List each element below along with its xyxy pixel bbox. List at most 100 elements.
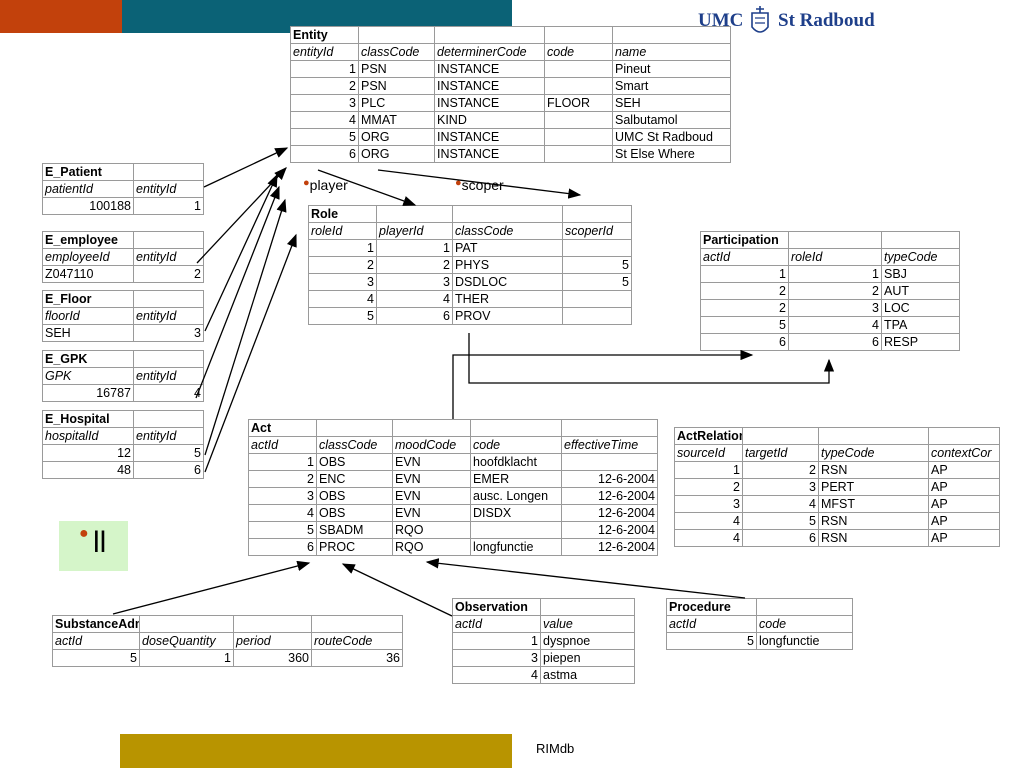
table-cell: INSTANCE <box>434 60 545 78</box>
column-header: entityId <box>133 180 204 198</box>
table-cell: 12-6-2004 <box>561 521 658 539</box>
arrow-sbadm-act <box>112 560 311 615</box>
column-header: code <box>470 436 562 454</box>
table-cell: 3 <box>133 324 204 342</box>
table-cell: THER <box>452 290 563 308</box>
column-header: patientId <box>42 180 134 198</box>
table-title-row: Procedure <box>666 598 853 616</box>
table-title: SubstanceAdministration <box>52 615 140 633</box>
table-cell: Salbutamol <box>612 111 731 129</box>
act-relationship-table: ActRelationschipsourceIdtargetIdtypeCode… <box>674 427 1000 547</box>
table-cell: Z047110 <box>42 265 134 283</box>
substance-administration-table: SubstanceAdministrationactIddoseQuantity… <box>52 615 403 667</box>
table-cell <box>562 307 632 325</box>
column-header: moodCode <box>392 436 471 454</box>
table-title: E_Floor <box>42 290 134 308</box>
table-cell: RESP <box>881 333 960 351</box>
table-cell: St Else Where <box>612 145 731 163</box>
table-cell: RSN <box>818 529 929 547</box>
table-cell: 12-6-2004 <box>561 487 658 505</box>
table-cell: ENC <box>316 470 393 488</box>
column-header: roleId <box>788 248 882 266</box>
table-cell: AP <box>928 461 1000 479</box>
table-cell: 6 <box>133 461 204 479</box>
player-label: ●player <box>303 177 348 193</box>
arrow-procedure-act <box>425 558 746 599</box>
arrow-observation-act <box>341 563 453 617</box>
column-header: period <box>233 632 312 650</box>
table-cell: 12-6-2004 <box>561 538 658 556</box>
arrow-hospital48-entity <box>204 233 297 473</box>
arrow-player <box>317 169 417 206</box>
bullet-icon: ● <box>455 177 462 189</box>
table-cell: 6 <box>248 538 317 556</box>
table-cell: 5 <box>308 307 377 325</box>
table-cell: RQO <box>392 521 471 539</box>
column-header: hospitalId <box>42 427 134 445</box>
table-cell: SEH <box>42 324 134 342</box>
table-cell: INSTANCE <box>434 77 545 95</box>
table-title: E_employee <box>42 231 134 249</box>
table-cell: PROV <box>452 307 563 325</box>
table-cell: DISDX <box>470 504 562 522</box>
column-header: employeeId <box>42 248 134 266</box>
table-title-row: E_Floor <box>42 290 204 308</box>
table-cell: INSTANCE <box>434 94 545 112</box>
table-cell: 6 <box>290 145 359 163</box>
column-header: contextCor <box>928 444 1000 462</box>
table-cell: 16787 <box>42 384 134 402</box>
table-title-row: ActRelationschip <box>674 427 1000 445</box>
table-cell: astma <box>540 666 635 684</box>
table-cell: EVN <box>392 453 471 471</box>
column-header: actId <box>452 615 541 633</box>
bullet-icon: ● <box>79 525 89 542</box>
table-title: Procedure <box>666 598 757 616</box>
table-cell: PLC <box>358 94 435 112</box>
logo-umc-text: UMC <box>698 10 744 31</box>
table-cell: hoofdklacht <box>470 453 562 471</box>
table-cell: AUT <box>881 282 960 300</box>
table-cell: 5 <box>52 649 140 667</box>
table-cell: RSN <box>818 512 929 530</box>
table-title-row: Observation <box>452 598 635 616</box>
bullet-icon: ● <box>303 177 310 189</box>
column-header: playerId <box>376 222 453 240</box>
table-cell: PERT <box>818 478 929 496</box>
column-header: typeCode <box>818 444 929 462</box>
table-cell: RQO <box>392 538 471 556</box>
column-header: scoperId <box>562 222 632 240</box>
